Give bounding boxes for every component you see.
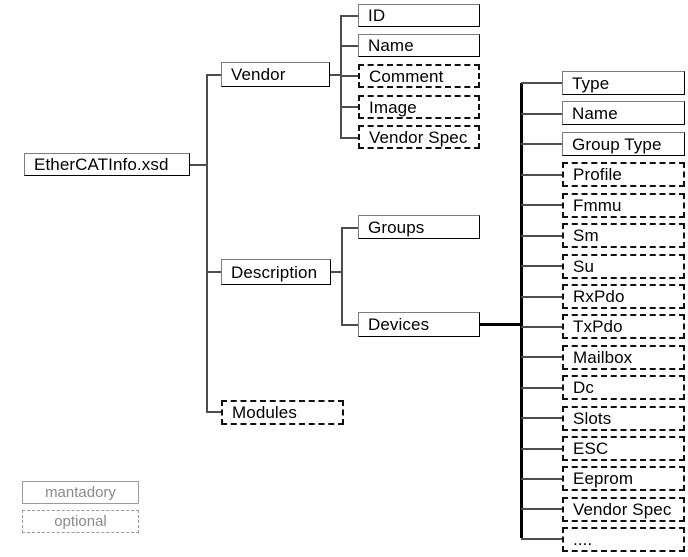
connector-description-to-devices bbox=[341, 324, 359, 326]
node-label: ESC bbox=[573, 439, 609, 458]
node-label: Name bbox=[368, 36, 414, 55]
node-label: Devices bbox=[368, 315, 430, 334]
legend-optional: optional bbox=[22, 510, 139, 533]
node-device-txpdo[interactable]: TxPdo bbox=[562, 314, 685, 339]
node-device-dc[interactable]: Dc bbox=[562, 375, 685, 400]
connector-description-spine bbox=[341, 227, 343, 326]
connector-vendor-to-image bbox=[340, 106, 359, 108]
node-label: Vendor Spec bbox=[573, 500, 672, 519]
node-device-type[interactable]: Type bbox=[562, 71, 685, 95]
connector-vendor-to-name bbox=[340, 45, 359, 47]
node-device-eeprom[interactable]: Eeprom bbox=[562, 466, 685, 491]
connector-devices-to-vendorspec bbox=[521, 508, 563, 510]
node-vendor-image[interactable]: Image bbox=[358, 95, 480, 119]
node-label: Groups bbox=[368, 217, 425, 237]
node-modules[interactable]: Modules bbox=[221, 400, 344, 425]
node-label: Eeprom bbox=[573, 469, 634, 488]
node-label: Description bbox=[231, 262, 318, 282]
node-vendor-name[interactable]: Name bbox=[358, 34, 480, 57]
node-device-group-type[interactable]: Group Type bbox=[562, 132, 685, 156]
node-label: Comment bbox=[369, 66, 444, 86]
node-label: Vendor Spec bbox=[369, 127, 468, 147]
connector-devices-to-dc bbox=[521, 387, 563, 389]
connector-devices-to-eeprom bbox=[521, 478, 563, 480]
connector-devices-to-esc bbox=[521, 448, 563, 450]
node-device-slots[interactable]: Slots bbox=[562, 406, 685, 431]
node-vendor-comment[interactable]: Comment bbox=[358, 64, 480, 88]
connector-vendor-to-id bbox=[340, 15, 359, 17]
connector-root-spine bbox=[206, 74, 208, 413]
node-vendor[interactable]: Vendor bbox=[221, 62, 330, 87]
connector-devices-to-mailbox bbox=[521, 356, 563, 358]
node-device-profile[interactable]: Profile bbox=[562, 162, 685, 187]
node-label: Vendor bbox=[231, 65, 286, 84]
connector-root-stub bbox=[190, 164, 208, 166]
node-device-name[interactable]: Name bbox=[562, 101, 685, 125]
connector-root-to-description bbox=[206, 271, 222, 273]
node-label: Name bbox=[572, 103, 618, 123]
connector-vendor-to-comment bbox=[340, 75, 359, 77]
node-device-mailbox[interactable]: Mailbox bbox=[562, 345, 685, 370]
node-label: Modules bbox=[232, 403, 297, 422]
legend-label: optional bbox=[54, 513, 107, 530]
node-device-su[interactable]: Su bbox=[562, 254, 685, 279]
node-label: Fmmu bbox=[573, 196, 622, 215]
connector-vendor-to-vendorspec bbox=[340, 137, 359, 139]
connector-devices-to-profile bbox=[521, 174, 563, 176]
node-label: .... bbox=[573, 530, 593, 549]
connector-devices-to-fmmu bbox=[521, 204, 563, 206]
node-label: RxPdo bbox=[573, 287, 625, 306]
node-device-fmmu[interactable]: Fmmu bbox=[562, 193, 685, 218]
connector-devices-to-rxpdo bbox=[521, 296, 563, 298]
node-label: EtherCATInfo.xsd bbox=[34, 155, 169, 174]
node-devices[interactable]: Devices bbox=[358, 312, 480, 337]
node-label: TxPdo bbox=[573, 317, 623, 336]
connector-devices-to-type bbox=[521, 82, 563, 84]
connector-description-stub bbox=[330, 271, 343, 273]
node-label: Group Type bbox=[572, 134, 662, 154]
node-vendor-id[interactable]: ID bbox=[358, 4, 480, 27]
connector-devices-spine bbox=[520, 83, 523, 538]
node-description[interactable]: Description bbox=[221, 259, 331, 285]
node-label: Profile bbox=[573, 165, 622, 184]
connector-devices-to-grouptype bbox=[521, 143, 563, 145]
legend-mandatory: mantadory bbox=[22, 481, 139, 504]
connector-devices-to-txpdo bbox=[521, 326, 563, 328]
connector-devices-to-name bbox=[521, 113, 563, 115]
node-device-sm[interactable]: Sm bbox=[562, 223, 685, 248]
node-label: Slots bbox=[573, 409, 612, 428]
connector-devices-to-sm bbox=[521, 235, 563, 237]
connector-devices-to-su bbox=[521, 265, 563, 267]
node-device-vendor-spec[interactable]: Vendor Spec bbox=[562, 497, 685, 522]
node-label: ID bbox=[368, 6, 386, 25]
connector-root-to-modules bbox=[206, 411, 222, 413]
connector-description-to-groups bbox=[341, 227, 359, 229]
node-label: Mailbox bbox=[573, 348, 633, 367]
node-label: Image bbox=[369, 97, 417, 117]
node-groups[interactable]: Groups bbox=[358, 215, 480, 239]
node-device-rxpdo[interactable]: RxPdo bbox=[562, 284, 685, 309]
connector-vendor-stub bbox=[329, 74, 342, 76]
connector-devices-to-slots bbox=[521, 417, 563, 419]
node-root[interactable]: EtherCATInfo.xsd bbox=[24, 153, 190, 176]
legend-label: mantadory bbox=[45, 484, 116, 501]
connector-devices-to-ellipsis bbox=[521, 538, 563, 540]
node-label: Su bbox=[573, 257, 594, 276]
node-label: Sm bbox=[573, 226, 599, 245]
node-label: Dc bbox=[573, 378, 594, 397]
connector-root-to-vendor bbox=[206, 74, 222, 76]
node-label: Type bbox=[572, 73, 610, 93]
node-device-ellipsis[interactable]: .... bbox=[562, 527, 685, 552]
node-device-esc[interactable]: ESC bbox=[562, 436, 685, 461]
node-vendor-vendor-spec[interactable]: Vendor Spec bbox=[358, 125, 480, 149]
connector-devices-stub bbox=[480, 323, 522, 326]
connector-vendor-spine bbox=[340, 15, 342, 139]
